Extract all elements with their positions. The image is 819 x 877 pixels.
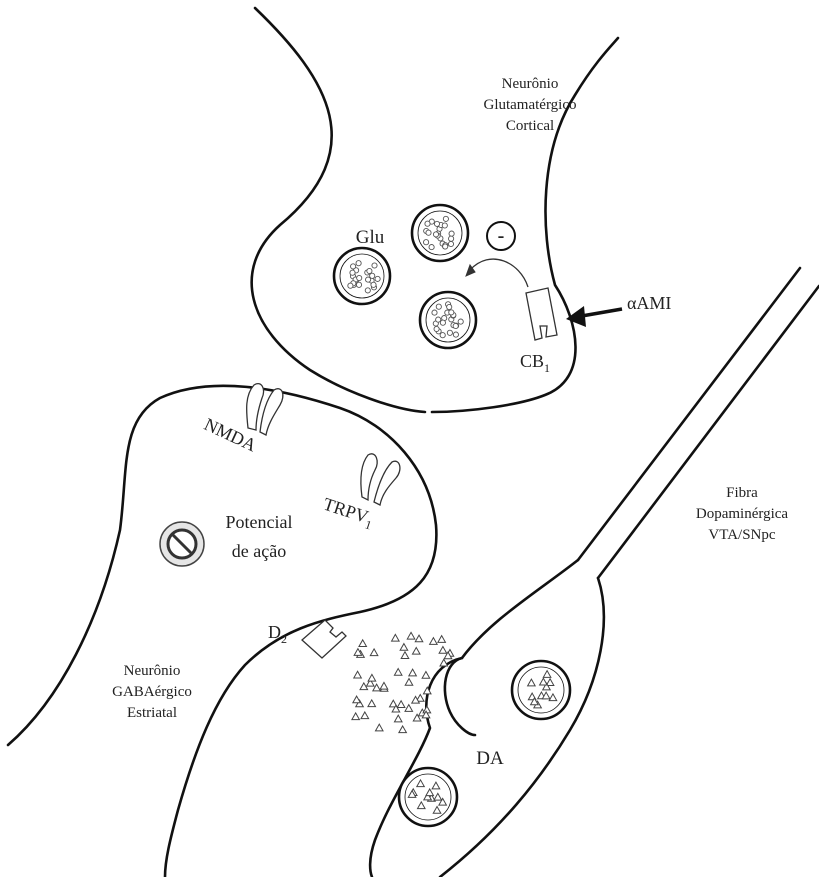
- inhibition-sign-text: -: [498, 225, 505, 247]
- cb1-label: CB1: [520, 351, 550, 375]
- glutamate-dot: [453, 323, 458, 328]
- dopamine-molecule: [439, 647, 447, 654]
- dopamine-molecule: [368, 700, 376, 707]
- dopaminergic-label-line-2: Dopaminérgica: [696, 506, 789, 522]
- glutamate-dot: [371, 282, 376, 287]
- glutamate-dot: [372, 263, 377, 268]
- glutamate-dot: [426, 230, 431, 235]
- dopamine-molecule: [440, 659, 448, 666]
- dopamine-molecule: [370, 649, 378, 656]
- dopamine-molecule: [375, 724, 383, 731]
- glutamate-dot: [449, 236, 454, 241]
- dopamine-molecule: [438, 636, 446, 643]
- dopamine-molecule: [368, 674, 376, 681]
- dopaminergic-label-line-1: Fibra: [726, 485, 758, 501]
- dopamine-molecule: [353, 696, 361, 703]
- da-label: DA: [476, 748, 504, 769]
- glu-vesicle-top: [412, 205, 468, 261]
- dopamine-molecule: [361, 712, 369, 719]
- dopamine-molecule: [394, 715, 402, 722]
- cortical-label-line-1: Neurônio: [502, 76, 559, 92]
- glutamate-dot: [440, 333, 445, 338]
- striatal-label-line-1: Neurônio: [124, 663, 181, 679]
- glu-vesicle-bottom: [420, 292, 476, 348]
- glutamate-dot: [356, 261, 361, 266]
- glutamate-dot: [434, 326, 439, 331]
- dopamine-molecule: [405, 705, 413, 712]
- inhibition-sign: -: [487, 222, 515, 250]
- dopamine-molecule: [415, 635, 423, 642]
- dopamine-molecule: [354, 671, 362, 678]
- dopamine-molecule: [380, 682, 388, 689]
- cortical-neuron-label: Neurônio Glutamatérgico Cortical: [483, 76, 576, 134]
- dopamine-molecule: [397, 701, 405, 708]
- glutamate-dot: [440, 320, 445, 325]
- action-potential-label: Potencial de ação: [226, 512, 293, 561]
- striatal-label-line-3: Estriatal: [127, 705, 177, 721]
- glutamate-dot: [433, 232, 438, 237]
- glutamate-dot: [370, 273, 375, 278]
- dopamine-molecule: [422, 671, 430, 678]
- action-potential-line-2: de ação: [232, 541, 286, 561]
- striatal-label-line-2: GABAérgico: [112, 684, 192, 700]
- glutamate-dot: [448, 241, 453, 246]
- dopamine-molecule: [405, 679, 413, 686]
- glutamate-dot: [442, 223, 447, 228]
- feedback-arrow: [466, 259, 528, 287]
- glutamate-dot: [350, 270, 355, 275]
- dopamine-molecule: [352, 713, 360, 720]
- release-bulge: [445, 658, 475, 735]
- dopamine-molecule: [359, 640, 367, 647]
- dopamine-molecule: [399, 726, 407, 733]
- cortical-label-line-2: Glutamatérgico: [483, 97, 576, 113]
- glutamate-dot: [424, 240, 429, 245]
- prohibition-icon: [160, 522, 204, 566]
- glu-label: Glu: [356, 227, 385, 248]
- trpv1-receptor: [361, 454, 400, 505]
- released-dopamine: [352, 632, 454, 732]
- dopamine-molecule: [412, 647, 420, 654]
- glutamate-dot: [351, 264, 356, 269]
- dopamine-molecule: [401, 652, 409, 659]
- glutamate-dot: [356, 282, 361, 287]
- dopaminergic-fiber-label: Fibra Dopaminérgica VTA/SNpc: [696, 485, 789, 543]
- glutamate-dot: [348, 283, 353, 288]
- action-potential-line-1: Potencial: [226, 512, 293, 532]
- glutamate-dot: [375, 276, 380, 281]
- nmda-receptor: [247, 384, 283, 435]
- glutamate-dot: [447, 330, 452, 335]
- glu-vesicle-left: [334, 248, 390, 304]
- striatal-neuron-label: Neurônio GABAérgico Estriatal: [112, 663, 192, 721]
- glutamate-dot: [436, 304, 441, 309]
- glutamate-dot: [458, 319, 463, 324]
- dopamine-molecule: [400, 644, 408, 651]
- glutamate-dot: [447, 304, 452, 309]
- dopamine-molecule: [394, 669, 402, 676]
- glutamate-dot: [443, 216, 448, 221]
- arrow-left-icon: [566, 306, 622, 327]
- glutamate-dot: [367, 268, 372, 273]
- glutamate-dot: [436, 317, 441, 322]
- dopamine-molecule: [430, 638, 438, 645]
- da-vesicle-upper: [512, 661, 570, 719]
- dopamine-molecule: [407, 632, 415, 639]
- ligand-label: αAMI: [627, 293, 671, 313]
- glutamate-dot: [432, 310, 437, 315]
- dopaminergic-label-line-3: VTA/SNpc: [708, 527, 775, 543]
- glutamate-dot: [429, 245, 434, 250]
- glutamate-dot: [434, 221, 439, 226]
- glutamate-dot: [357, 275, 362, 280]
- glutamate-dot: [443, 244, 448, 249]
- dopamine-molecule: [392, 634, 400, 641]
- glutamate-dot: [425, 221, 430, 226]
- cortical-label-line-3: Cortical: [506, 118, 554, 134]
- glutamate-dot: [449, 310, 454, 315]
- glutamate-dot: [453, 332, 458, 337]
- glutamate-dot: [449, 231, 454, 236]
- cb1-receptor: [526, 288, 557, 340]
- dopamine-molecule: [409, 669, 417, 676]
- glutamate-dot: [365, 288, 370, 293]
- da-vesicle-lower: [399, 768, 457, 826]
